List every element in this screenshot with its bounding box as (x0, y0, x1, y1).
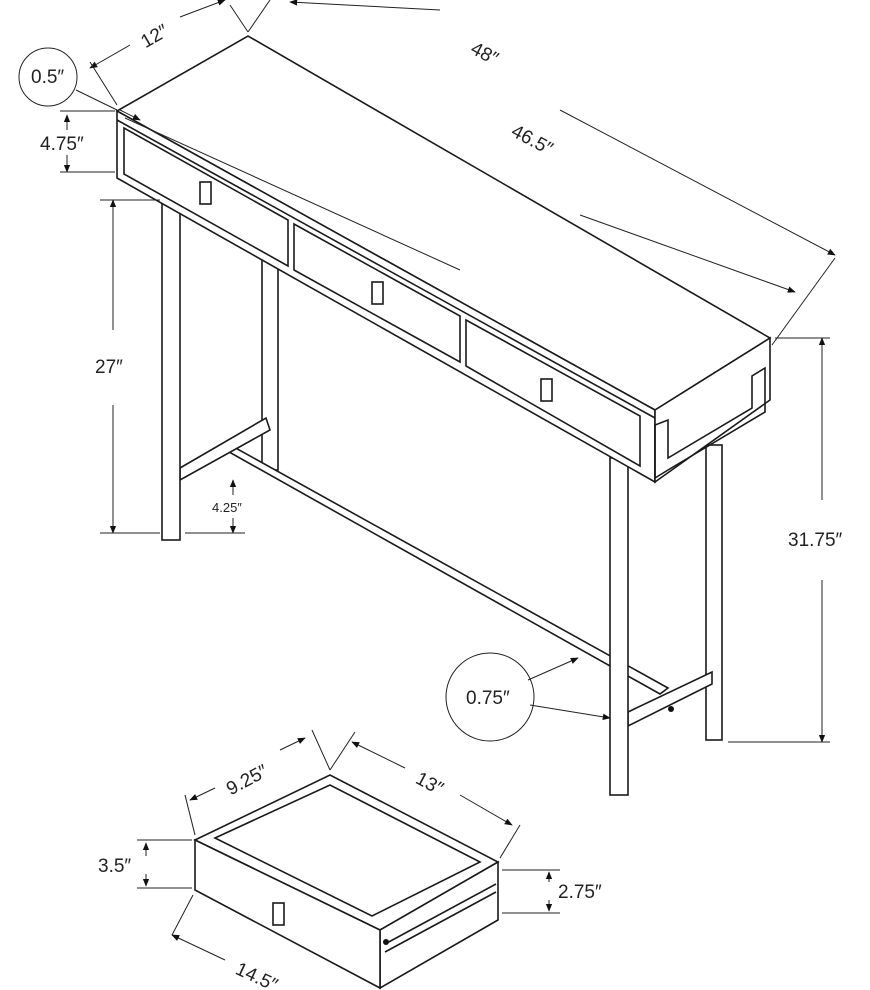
label-clearance-height: 27″ (95, 357, 123, 378)
drawer-handle-icon (199, 181, 212, 205)
drawer-handle-icon (540, 378, 553, 402)
drawer-front[interactable] (194, 838, 381, 990)
label-stretcher-height: 4.25″ (212, 500, 242, 515)
callout-circle (18, 47, 78, 107)
front-right-leg (609, 457, 629, 796)
label-drawer-length: 13″ (412, 768, 447, 800)
table-frame (161, 191, 723, 796)
left-side-stretcher (179, 416, 271, 482)
label-leg-thickness: 0.75″ (466, 688, 510, 709)
label-depth: 12″ (138, 21, 173, 53)
dimension-lines (18, 0, 836, 961)
back-right-leg (705, 444, 723, 741)
side-bracket (654, 366, 766, 480)
label-drawer-depth: 9.25″ (223, 761, 272, 800)
label-total-height: 31.75″ (788, 530, 843, 551)
front-left-leg (161, 191, 181, 541)
long-stretcher (219, 445, 670, 695)
callout-circle (445, 652, 535, 742)
drawer-handle-icon (272, 902, 285, 926)
label-top-thickness: 0.5″ (31, 67, 64, 88)
back-left-leg (261, 257, 279, 471)
label-drawer-front-height: 3.5″ (98, 856, 131, 877)
label-length: 48″ (467, 38, 502, 70)
label-drawer-side-height: 2.75″ (558, 882, 602, 903)
drawer (193, 774, 500, 990)
label-drawer-width: 14.5″ (232, 959, 281, 990)
label-drawer-height: 4.75″ (40, 134, 84, 155)
label-inner-length: 46.5″ (508, 121, 557, 160)
drawer-front-3[interactable] (465, 318, 641, 468)
drawer-front-1[interactable] (123, 126, 289, 268)
drawer-handle-icon (371, 281, 384, 305)
bolt-icon (668, 706, 674, 712)
drawer-front-2[interactable] (293, 222, 461, 364)
tabletop (115, 35, 772, 484)
